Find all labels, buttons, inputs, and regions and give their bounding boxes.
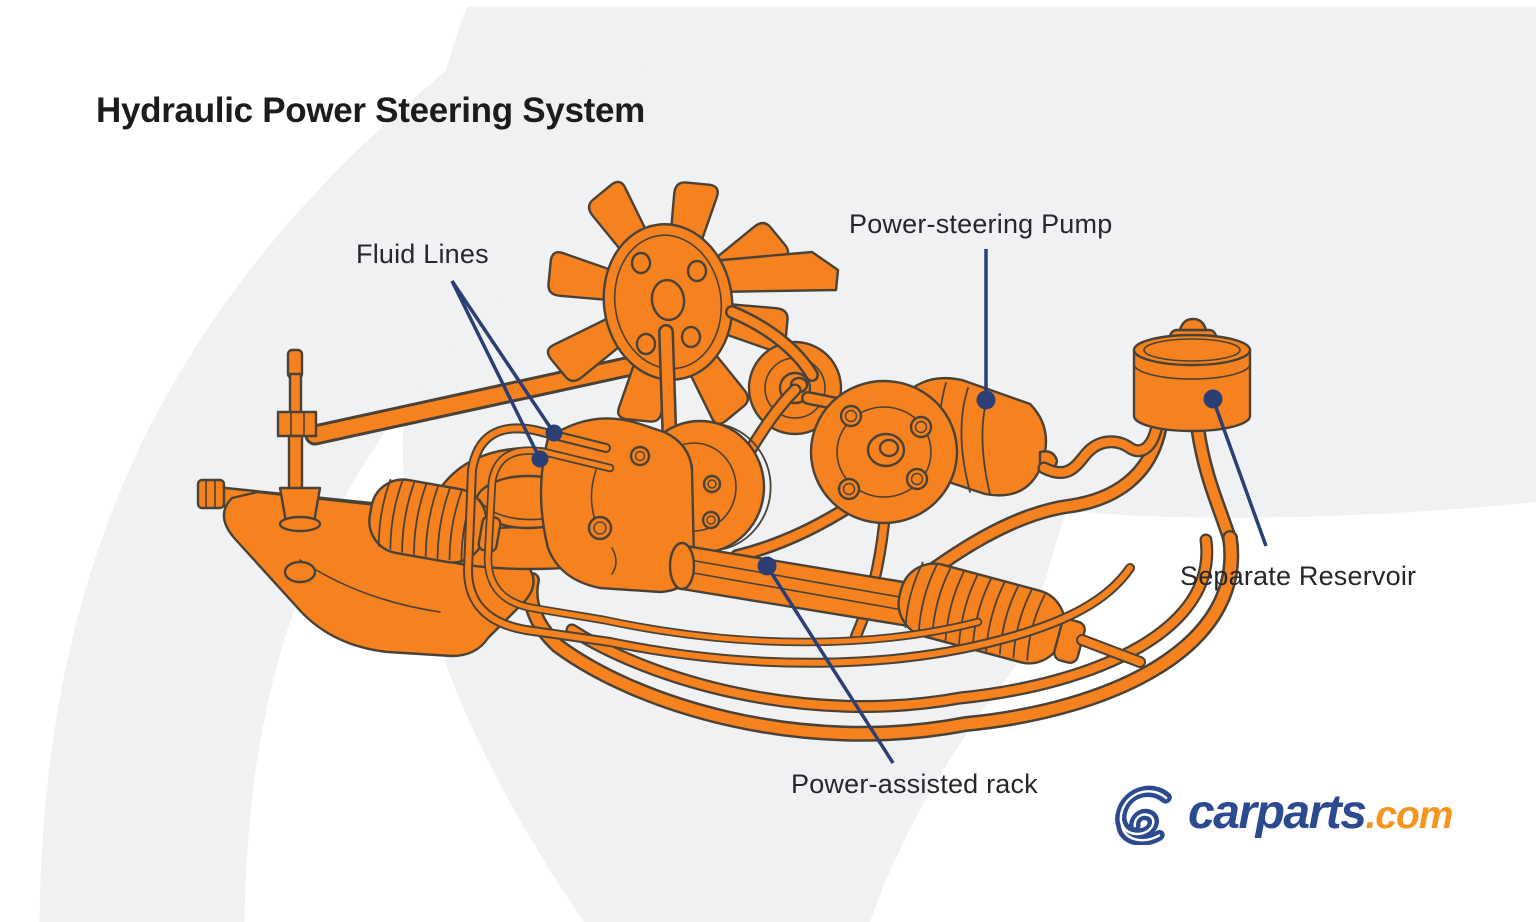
pump-dot: [976, 390, 996, 410]
reservoir-illustration: [1132, 317, 1252, 433]
right-tie-rod-illustration: [1076, 634, 1146, 668]
label-separate-reservoir: Separate Reservoir: [1180, 561, 1417, 591]
fluid-lines-dot-1: [545, 424, 563, 442]
fluid-lines-dot-2: [531, 450, 549, 468]
fluid-lines-illustration: [463, 423, 1135, 668]
carparts-logo-brand: carparts: [1188, 786, 1367, 839]
fluid-lines-leader-2: [450, 280, 542, 460]
label-fluid-lines: Fluid Lines: [356, 239, 489, 269]
label-power-assisted-rack: Power-assisted rack: [791, 769, 1038, 799]
carparts-logo-tld: .com: [1365, 794, 1453, 837]
steering-arm-illustration: [304, 341, 706, 446]
fluid-lines-leader-1: [450, 280, 556, 434]
leader-lines: [450, 249, 1268, 764]
rack-dot: [757, 556, 777, 576]
reservoir-leader: [1211, 398, 1268, 547]
label-power-steering-pump: Power-steering Pump: [849, 209, 1113, 239]
carparts-logo: carparts .com: [1112, 781, 1453, 845]
ball-joint-stud-illustration: [276, 348, 322, 533]
page-title: Hydraulic Power Steering System: [96, 91, 645, 130]
rack-leader: [765, 565, 895, 764]
reservoir-dot: [1203, 389, 1223, 409]
carparts-logo-mark-icon: [1115, 785, 1172, 845]
left-bellows-illustration: [368, 478, 502, 564]
hoses-illustration: [522, 420, 1240, 742]
power-steering-pump-illustration: [809, 376, 1059, 525]
